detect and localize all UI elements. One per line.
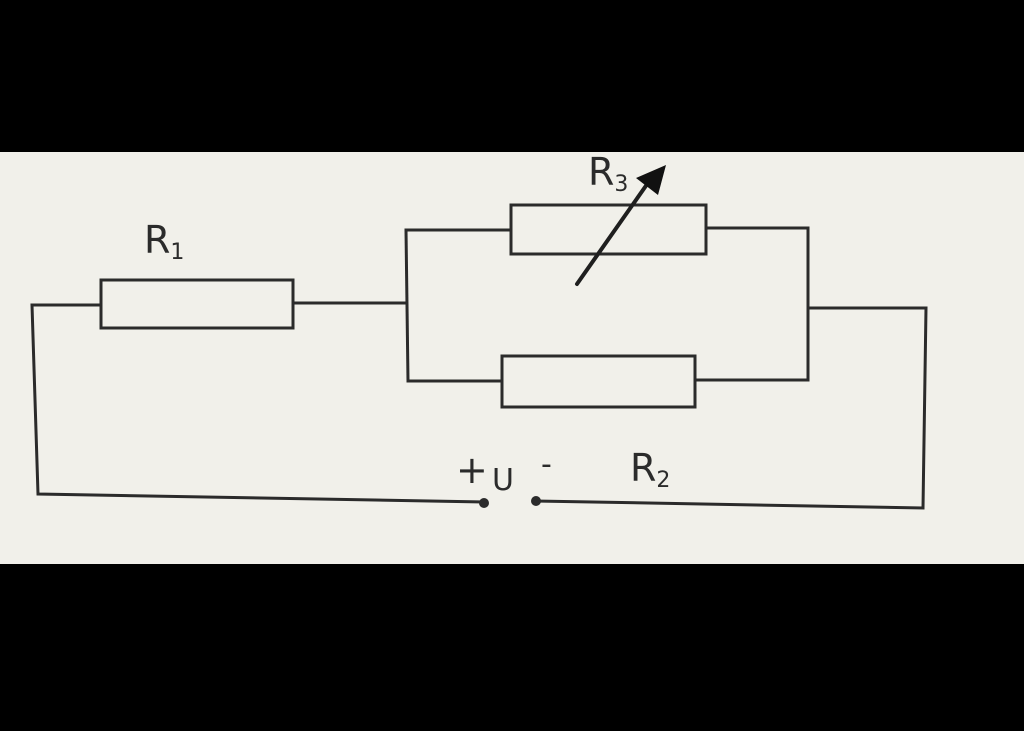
wire-left-loop (30, 303, 486, 504)
resistor-r2 (500, 354, 697, 409)
source-plus-sign: + (456, 448, 488, 492)
terminal-plus-dot (479, 498, 489, 508)
resistor-r3 (509, 203, 708, 256)
wire-left-junction-vertical (404, 228, 410, 383)
top-black-bar (0, 0, 1024, 152)
source-voltage-label: U (492, 463, 514, 498)
bottom-black-bar (0, 564, 1024, 731)
source-minus-sign: - (541, 447, 552, 482)
resistor-r1 (99, 278, 295, 330)
wire-right-loop (534, 306, 928, 510)
label-r2: R2 (630, 446, 670, 493)
variable-resistor-arrow-head-icon (636, 165, 666, 195)
variable-resistor-arrow-shaft (575, 178, 652, 286)
label-r1: R1 (144, 218, 184, 265)
label-r3: R3 (588, 150, 628, 197)
terminal-minus-dot (531, 496, 541, 506)
